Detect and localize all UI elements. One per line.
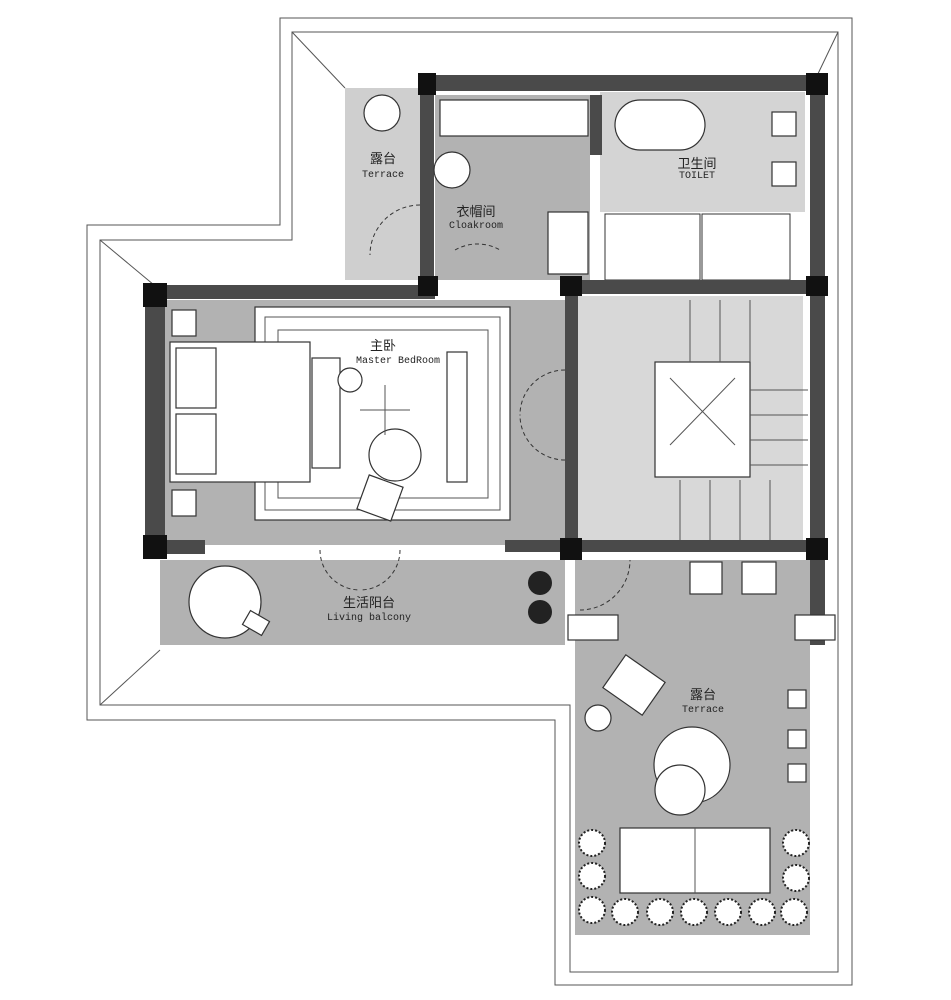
master-bedroom-label-cn: 主卧	[370, 339, 396, 354]
plant	[363, 94, 401, 132]
roof-outline	[86, 17, 853, 986]
living-balcony-label-cn: 生活阳台	[343, 596, 395, 611]
cloakroom-label-cn: 衣帽间	[456, 204, 495, 220]
terrace-bottom-label-en: Terrace	[682, 705, 724, 716]
terrace-top-label-en: Terrace	[362, 170, 404, 181]
furniture	[169, 94, 836, 894]
bathtub	[614, 99, 706, 151]
wc-box	[701, 213, 791, 281]
shrubs	[578, 829, 810, 926]
toilet-label-en: TOILET	[679, 171, 715, 182]
toilet-label-cn: 卫生间	[677, 157, 716, 172]
door-swings	[319, 204, 631, 611]
shower-box	[604, 213, 701, 281]
terrace-bottom-label-cn: 露台	[690, 688, 716, 703]
walls	[143, 73, 828, 645]
elevator	[654, 361, 751, 478]
living-balcony-label-en: Living balcony	[327, 612, 411, 624]
master-bedroom-label-en: Master BedRoom	[356, 355, 440, 367]
terrace-top-label-cn: 露台	[370, 152, 396, 167]
stairs	[679, 300, 808, 540]
sofa	[311, 357, 341, 469]
cloakroom-label-en: Cloakroom	[449, 220, 503, 232]
